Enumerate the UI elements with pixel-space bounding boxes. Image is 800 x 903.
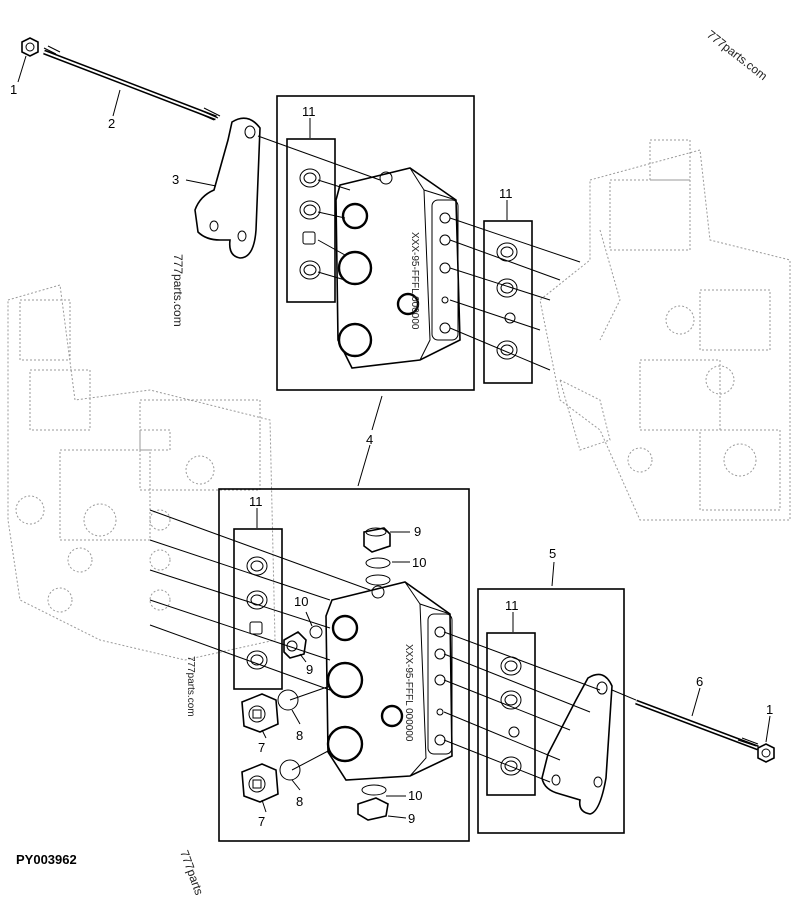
o-ring-set-upper-left bbox=[299, 168, 321, 280]
callout-11-lower-right: 11 bbox=[505, 598, 519, 613]
o-ring-kit-box-lower-left bbox=[233, 528, 283, 690]
callout-11-upper-left: 11 bbox=[302, 104, 316, 119]
upper-detail-box bbox=[276, 95, 475, 391]
watermark-left-rotated: 777parts.com bbox=[171, 254, 185, 327]
watermark-center-small: 777parts.com bbox=[185, 656, 196, 717]
callout-11-upper-right: 11 bbox=[499, 186, 513, 201]
o-ring-kit-box-upper-right bbox=[483, 220, 533, 384]
right-detail-box bbox=[477, 588, 625, 834]
valve-section-upper: XXX-95-FFFL 000000 bbox=[335, 167, 461, 369]
callout-6: 6 bbox=[696, 674, 703, 689]
callout-11-lower-left: 11 bbox=[249, 494, 263, 509]
nut-item-1-top bbox=[21, 37, 39, 57]
callout-7-upper: 7 bbox=[258, 740, 265, 755]
callout-9-left: 9 bbox=[306, 662, 313, 677]
lower-detail-box bbox=[218, 488, 470, 842]
callout-9-bottom: 9 bbox=[408, 811, 415, 826]
alignment-lines-lower bbox=[149, 509, 637, 783]
callout-1-top: 1 bbox=[10, 82, 17, 97]
o-ring-kit-box-lower-right bbox=[486, 632, 536, 796]
valve-section-lower: XXX-95-FFFL 000000 bbox=[325, 581, 453, 781]
ghost-valve-stack-right bbox=[539, 139, 791, 521]
ghost-valve-stack-left bbox=[7, 284, 276, 661]
valve-marking-upper: XXX-95-FFFL 000000 bbox=[409, 232, 420, 330]
callout-numbers: 1 2 3 4 5 6 1 11 11 11 11 9 10 10 9 8 7 … bbox=[10, 82, 773, 829]
bracket-item-5 bbox=[541, 673, 613, 815]
figure-code: PY003962 bbox=[16, 852, 77, 867]
callout-7-lower: 7 bbox=[258, 814, 265, 829]
o-ring-kit-box-upper-left bbox=[286, 138, 336, 303]
callout-leaders bbox=[17, 55, 771, 819]
callout-8-upper: 8 bbox=[296, 728, 303, 743]
callout-5: 5 bbox=[549, 546, 556, 561]
nut-item-1-bottom bbox=[757, 743, 775, 763]
watermark-top-right: 777parts.com bbox=[704, 27, 770, 83]
callout-2: 2 bbox=[108, 116, 115, 131]
callout-9-top: 9 bbox=[414, 524, 421, 539]
callout-1-bottom: 1 bbox=[766, 702, 773, 717]
callout-10-bottom: 10 bbox=[408, 788, 422, 803]
callout-10-top: 10 bbox=[412, 555, 426, 570]
watermark-bottom: 777parts bbox=[177, 848, 206, 897]
o-ring-set-lower-right bbox=[500, 656, 522, 776]
callout-10-left: 10 bbox=[294, 594, 308, 609]
valve-marking-lower: XXX-95-FFFL 000000 bbox=[403, 644, 414, 742]
callout-8-lower: 8 bbox=[296, 794, 303, 809]
alignment-lines-upper bbox=[257, 135, 581, 371]
tie-rod-item-6 bbox=[635, 699, 759, 751]
bracket-item-3 bbox=[194, 117, 261, 259]
callout-3: 3 bbox=[172, 172, 179, 187]
tie-rod-item-2 bbox=[43, 45, 221, 121]
o-ring-set-lower-left bbox=[246, 556, 268, 670]
callout-4: 4 bbox=[366, 432, 373, 447]
plugs-and-seals bbox=[241, 527, 391, 821]
